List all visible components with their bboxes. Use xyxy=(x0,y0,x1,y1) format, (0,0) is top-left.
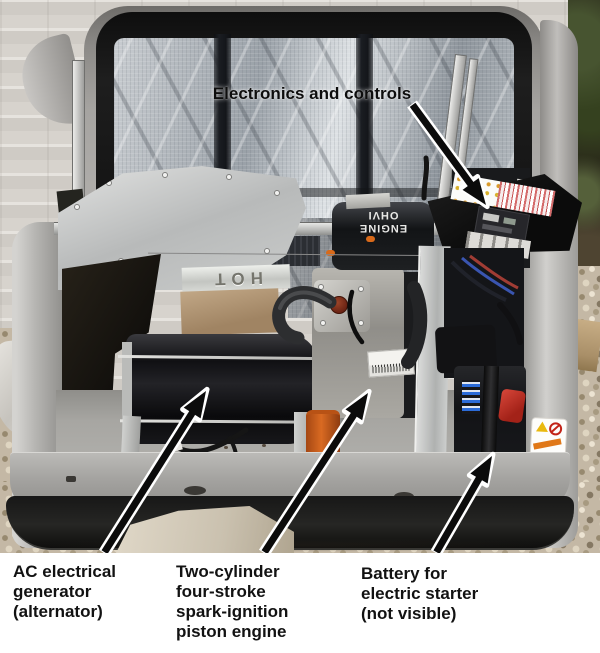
cover-clip xyxy=(326,250,335,256)
air-cleaner-cover xyxy=(332,202,434,270)
display-button-row xyxy=(481,223,513,234)
lid-brace-right xyxy=(356,34,373,204)
screw-head xyxy=(226,174,232,180)
warning-triangle-icon xyxy=(535,421,549,432)
alternator-cylinder xyxy=(126,334,318,444)
generator-photo: HOT OHVI ENGINE xyxy=(0,0,600,553)
screw-head xyxy=(74,204,80,210)
lid-brace-left xyxy=(214,34,231,204)
base-vent-hole xyxy=(184,486,206,495)
slash xyxy=(550,423,561,433)
engine-cover-line1: OHVI xyxy=(367,209,399,221)
muffler-shield-panel xyxy=(180,288,280,336)
display-button xyxy=(503,217,517,226)
cover-clip xyxy=(366,236,375,242)
carburetor-bracket xyxy=(345,192,391,210)
oil-fill-cap xyxy=(330,296,348,314)
barcode xyxy=(372,362,411,374)
alternator-end-bracket xyxy=(122,342,132,438)
debris-speck xyxy=(262,444,266,447)
battery-sticker xyxy=(462,380,480,414)
warning-stripe xyxy=(533,438,562,450)
caption-engine: Two-cylinder four-stroke spark-ignition … xyxy=(176,562,289,641)
bolt-head xyxy=(318,284,324,290)
base-vent-hole xyxy=(66,476,76,482)
caption-alternator: AC electrical generator (alternator) xyxy=(13,562,116,621)
no-flame-icon xyxy=(548,422,563,436)
engine-spec-sticker xyxy=(367,348,415,378)
screw-head xyxy=(274,190,280,196)
caption-battery: Battery for electric starter (not visibl… xyxy=(361,564,479,623)
engine-cover-line2: ENGINE xyxy=(358,222,408,234)
screw-head xyxy=(162,172,168,178)
bolt-head xyxy=(320,320,326,326)
frame-cross-rail xyxy=(147,252,465,272)
bolt-head xyxy=(358,286,364,292)
annotation-label-electronics: Electronics and controls xyxy=(212,84,412,103)
debris-speck xyxy=(224,446,228,449)
screw-head xyxy=(264,248,270,254)
engine-cover-text: OHVI ENGINE xyxy=(336,208,430,234)
display-window xyxy=(482,212,500,223)
bolt-head xyxy=(358,320,364,326)
lid-hinge-shadow xyxy=(114,188,514,197)
battery-terminal-cover xyxy=(497,388,527,424)
